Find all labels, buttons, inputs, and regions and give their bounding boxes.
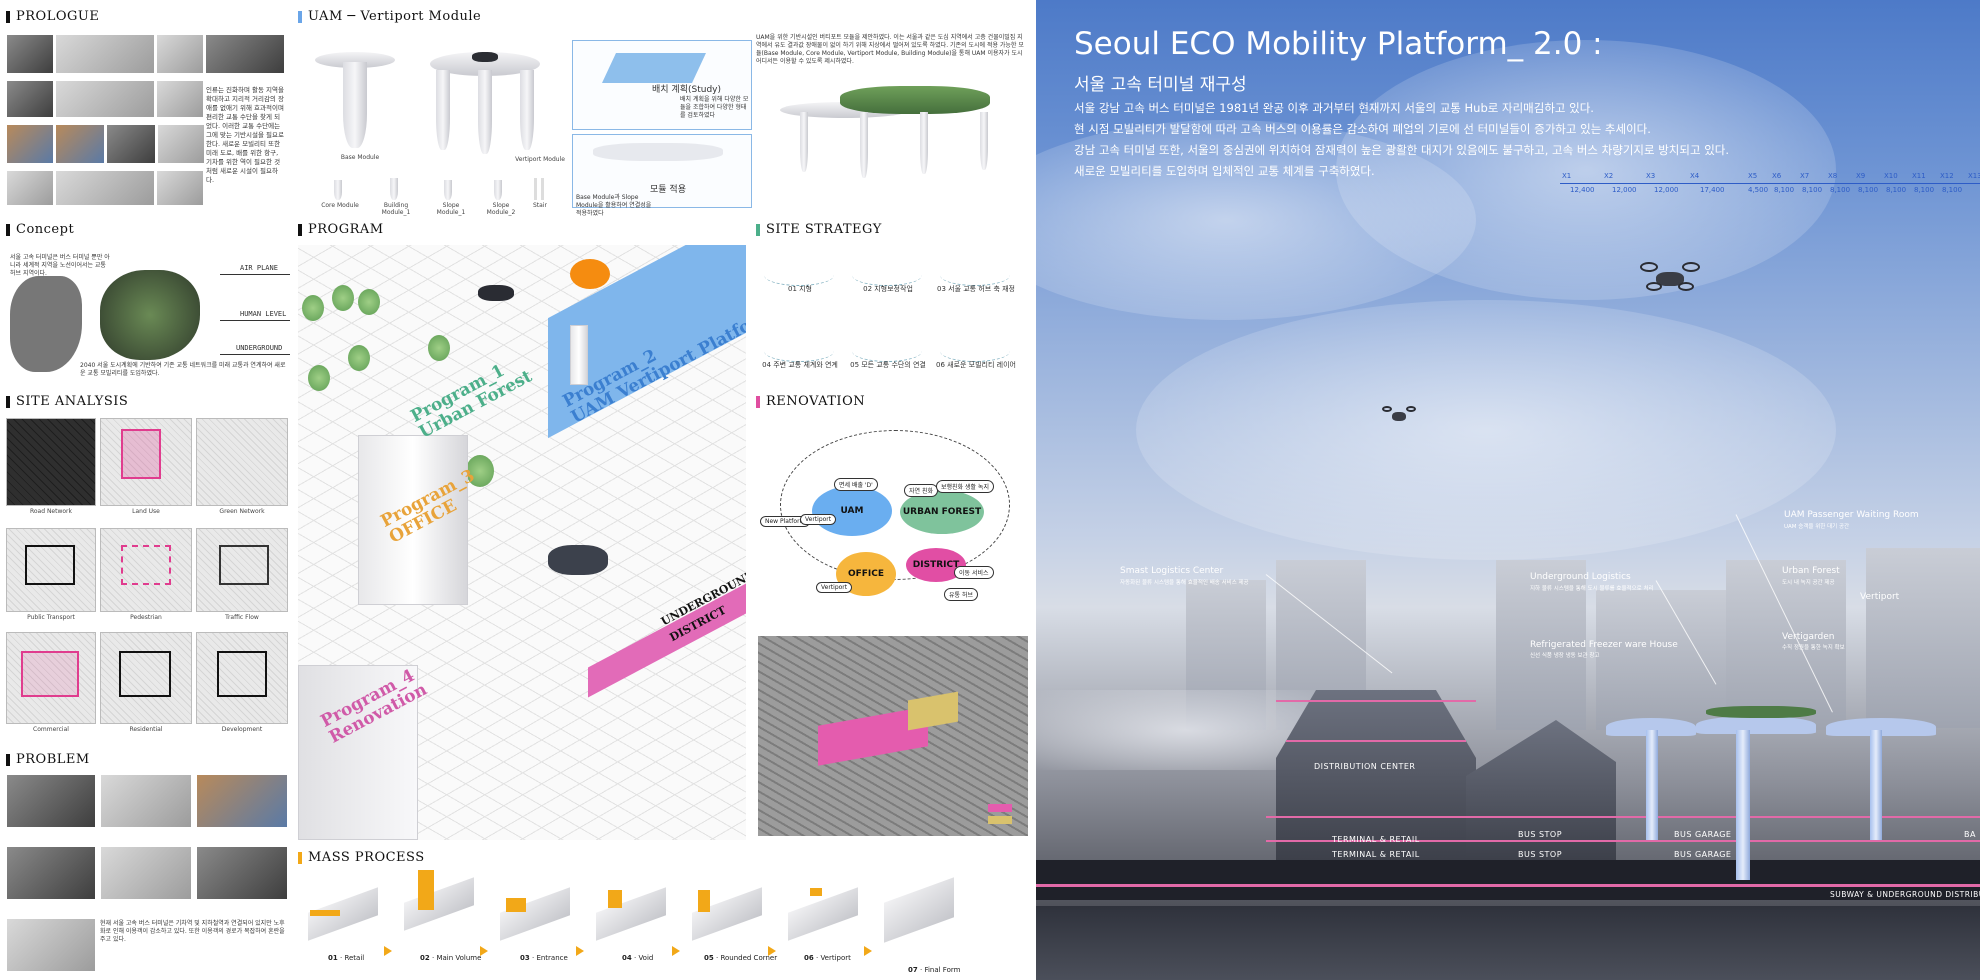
study-box xyxy=(572,40,752,130)
concept-text-2: 2040 서울 도시계획에 기반하여 기존 교통 네트워크를 미래 교통과 연계… xyxy=(80,362,286,377)
hero-title: Seoul ECO Mobility Platform_ 2.0 : xyxy=(1074,26,1603,62)
ba-label: BA xyxy=(1964,830,1976,839)
prologue-title: PROLOGUE xyxy=(6,9,99,24)
renovation-title: RENOVATION xyxy=(756,394,865,409)
uam-bubble: UAM xyxy=(812,486,892,536)
bus-stop-label-1: BUS STOP xyxy=(1518,830,1563,839)
site-strategy-title: SITE STRATEGY xyxy=(756,222,882,237)
section-marker-icon xyxy=(6,395,10,408)
concept-title: Concept xyxy=(6,222,74,237)
left-board: PROLOGUE 인류는 진화하며 활동 지역을 확대하고 지리적 거리감의 장… xyxy=(6,9,1028,974)
apply-text: Base Module과 Slope Module을 활용하여 연결성을 적용하… xyxy=(576,194,652,217)
terminal-retail-label-2: TERMINAL & RETAIL xyxy=(1332,850,1420,859)
section-marker-icon xyxy=(756,395,760,408)
hero-line-2: 현 시점 모빌리티가 발달함에 따라 고속 버스의 이용률은 감소하여 폐업의 … xyxy=(1074,122,1651,136)
drone-icon xyxy=(472,52,498,62)
study-title: 배치 계획(Study) xyxy=(652,85,721,95)
program-title: PROGRAM xyxy=(298,222,384,237)
vertiport-module-label: Vertiport Module xyxy=(515,156,565,163)
urban-forest-bubble: URBAN FOREST xyxy=(900,490,984,534)
underground-logistics-label: Underground Logistics xyxy=(1530,572,1631,582)
uam-description: UAM을 위한 기반시설인 버티포트 모듈을 제안하였다. 이는 서울과 같은 … xyxy=(756,34,1024,65)
section-marker-icon xyxy=(6,753,10,766)
apply-box xyxy=(572,134,752,208)
refrigerated-warehouse-label: Refrigerated Freezer ware House xyxy=(1530,640,1678,650)
uam-waiting-room-label: UAM Passenger Waiting Room xyxy=(1784,510,1919,520)
site-analysis-title: SITE ANALYSIS xyxy=(6,394,128,409)
section-marker-icon xyxy=(6,223,10,236)
bus-stop-label-2: BUS STOP xyxy=(1518,850,1563,859)
section-marker-icon xyxy=(298,223,302,236)
problem-text: 현재 서울 고속 버스 터미널은 기차역 및 지하철역과 연결되어 있지만 노후… xyxy=(100,920,285,943)
hero-line-1: 서울 강남 고속 버스 터미널은 1981년 완공 이후 과거부터 현재까지 서… xyxy=(1074,101,1594,115)
bus-garage-label-2: BUS GARAGE xyxy=(1674,850,1732,859)
apply-title: 모듈 적용 xyxy=(650,185,686,195)
study-text: 배치 계획을 위해 다양한 모듈을 조합하여 다양한 형태를 검토하였다 xyxy=(680,96,749,119)
prologue-text: 인류는 진화하며 활동 지역을 확대하고 지리적 거리감의 장애를 없애기 위해… xyxy=(206,86,284,184)
smart-logistics-label: Smast Logistics Center xyxy=(1120,566,1224,576)
bus-garage-label-1: BUS GARAGE xyxy=(1674,830,1732,839)
section-marker-icon xyxy=(6,10,10,23)
mass-process-title: MASS PROCESS xyxy=(298,850,425,865)
problem-title: PROBLEM xyxy=(6,752,90,767)
site-aerial-render xyxy=(758,636,1028,836)
uam-title: UAM ─ Vertiport Module xyxy=(298,9,481,24)
drone-icon xyxy=(548,545,608,575)
hero-panel: Seoul ECO Mobility Platform_ 2.0 : 서울 고속… xyxy=(1036,0,1980,980)
hero-line-4: 새로운 모빌리티를 도입하며 입체적인 교통 체계를 구축하였다. xyxy=(1074,164,1375,178)
base-module-label: Base Module xyxy=(340,154,380,161)
program-1-label: Program_1 Urban Forest xyxy=(407,360,536,443)
drone-icon xyxy=(478,285,514,301)
section-marker-icon xyxy=(756,223,760,236)
hero-line-3: 강남 고속 터미널 또한, 서울의 중심권에 위치하여 잠재력이 높은 광활한 … xyxy=(1074,143,1730,157)
terminal-retail-label-1: TERMINAL & RETAIL xyxy=(1332,835,1420,844)
urban-forest-label: Urban Forest xyxy=(1782,566,1840,576)
drone-icon xyxy=(1640,258,1700,298)
distribution-center-label: DISTRIBUTION CENTER xyxy=(1314,762,1416,771)
section-marker-icon xyxy=(298,10,302,23)
vertiport-label: Vertiport xyxy=(1860,592,1900,602)
program-isometric: Program_1 Urban Forest Program_2 UAM Ver… xyxy=(298,245,746,840)
hero-subtitle: 서울 고속 터미널 재구성 xyxy=(1074,75,1247,95)
section-marker-icon xyxy=(298,851,302,864)
drone-icon xyxy=(1382,404,1416,428)
vertigarden-label: Vertigarden xyxy=(1782,632,1835,642)
subway-distribution-label: SUBWAY & UNDERGROUND DISTRIBUTION xyxy=(1830,890,1980,899)
concept-text-1: 서울 고속 터미널은 버스 터미널 뿐만 아니라 세계적 지역을 노선이어서는 … xyxy=(10,254,110,277)
